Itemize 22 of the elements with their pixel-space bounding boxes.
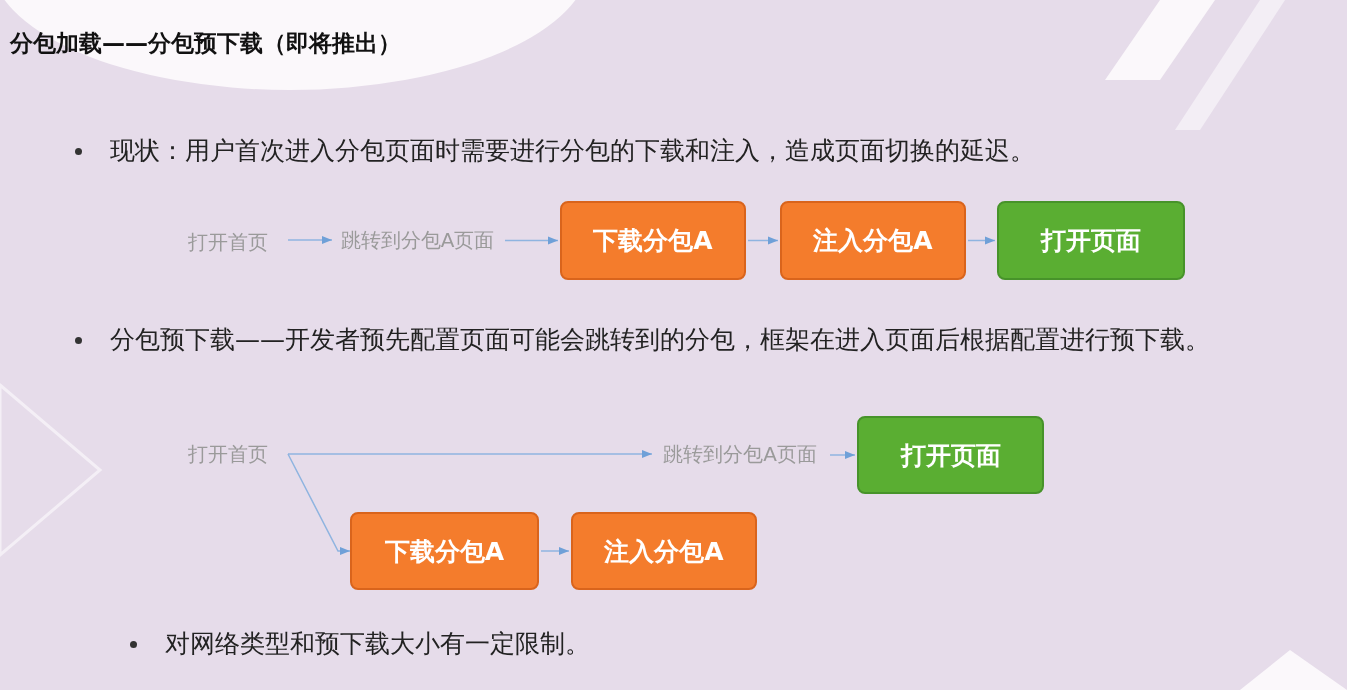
- arrow: [967, 236, 996, 245]
- process-box: 注入分包A: [780, 201, 966, 280]
- process-box: 下载分包A: [560, 201, 746, 280]
- step-text: 跳转到分包A页面: [660, 426, 820, 482]
- process-box: 注入分包A: [571, 512, 757, 590]
- process-box: 打开页面: [997, 201, 1185, 280]
- arrow: [540, 546, 570, 556]
- step-text: 打开首页: [178, 440, 278, 468]
- bullet-text: 对网络类型和预下载大小有一定限制。: [165, 628, 591, 660]
- bullet-text: 分包预下载——开发者预先配置页面可能会跳转到的分包，框架在进入页面后根据配置进行预下载。: [110, 324, 1211, 356]
- arrow: [287, 453, 351, 556]
- bullet-text: 现状：用户首次进入分包页面时需要进行分包的下载和注入，造成页面切换的延迟。: [110, 135, 1036, 167]
- arrow: [287, 235, 333, 245]
- process-box: 打开页面: [857, 416, 1044, 494]
- slide-title: 分包加载——分包预下载（即将推出）: [10, 29, 401, 58]
- step-text: 打开首页: [178, 228, 278, 256]
- arrow: [287, 449, 653, 459]
- process-box: 下载分包A: [350, 512, 539, 590]
- arrow: [829, 450, 856, 460]
- arrow: [504, 236, 559, 245]
- step-text: 跳转到分包A页面: [340, 212, 495, 268]
- arrow: [747, 236, 779, 245]
